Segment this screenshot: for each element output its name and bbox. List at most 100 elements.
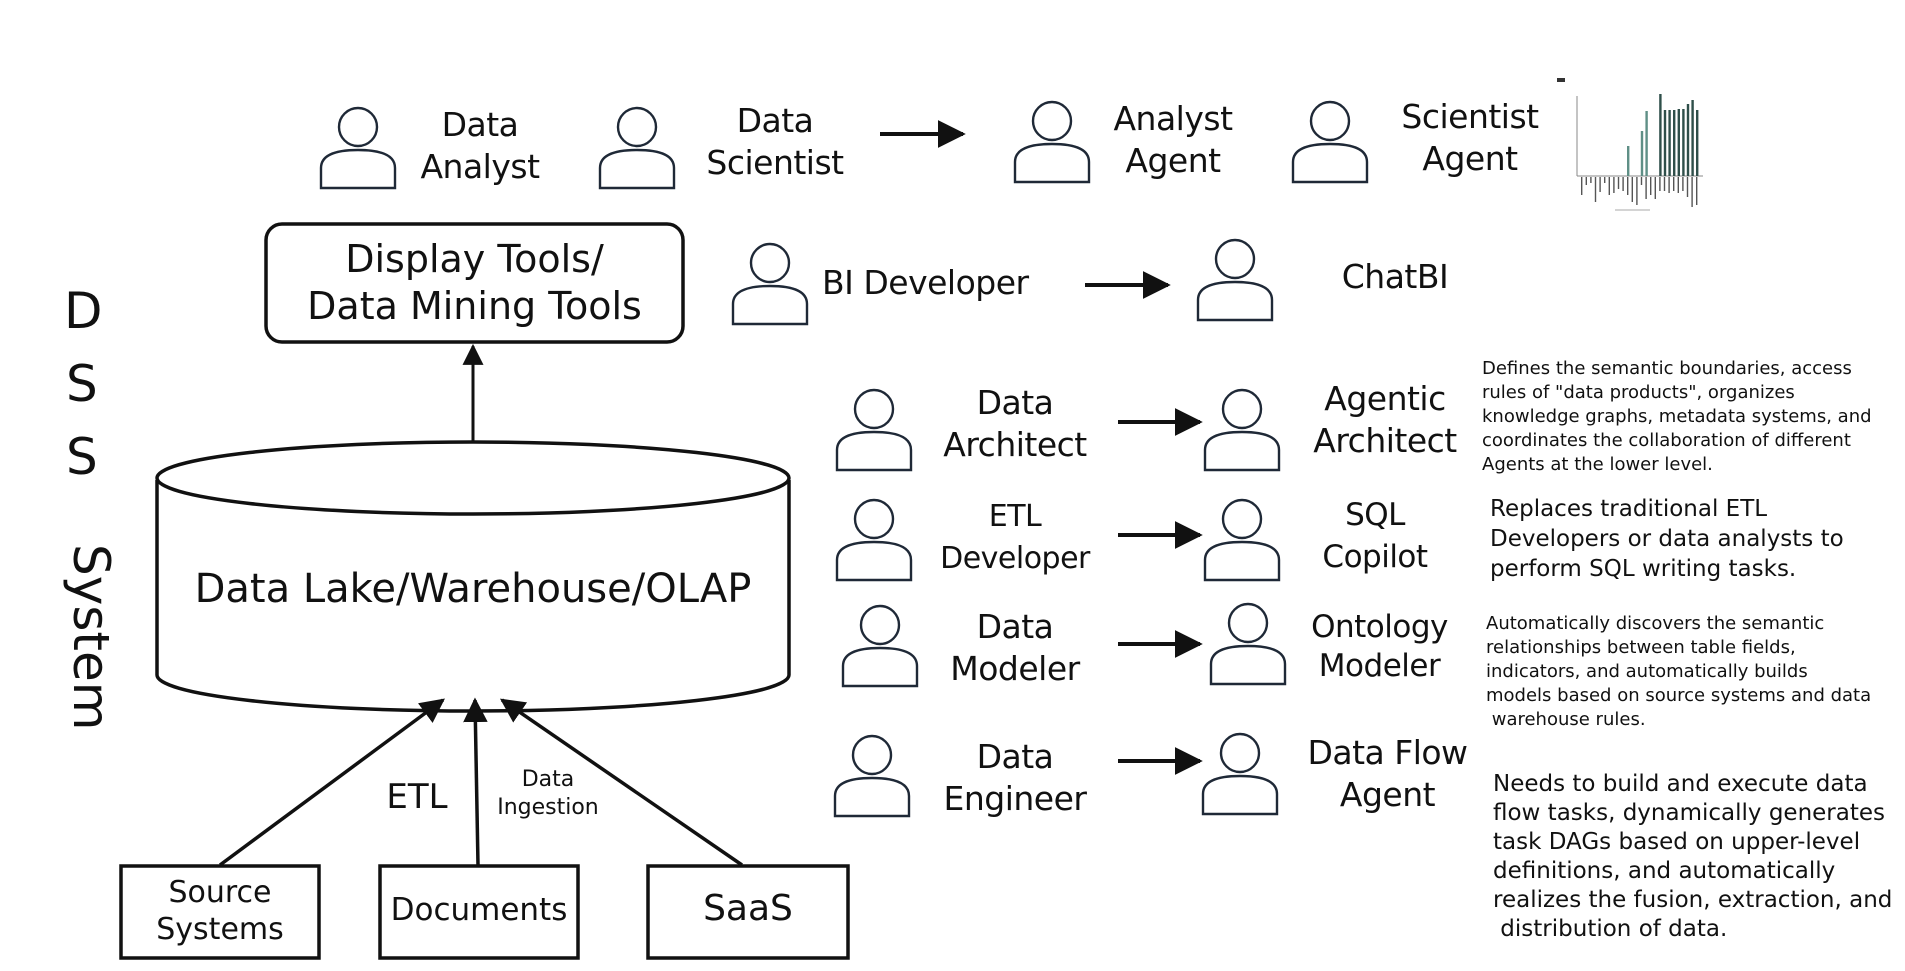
mini-chart-neg-bar [1627,177,1629,195]
label-line: Scientist [1401,97,1539,136]
person-icon-bi-developer [728,238,812,328]
label-bi-developer: BI Developer [822,263,1029,302]
source-box-source-systems[interactable] [119,864,321,960]
mini-chart-bar [1668,110,1671,176]
label-line: Modeler [950,649,1080,688]
mini-chart-neg-bar [1599,177,1601,192]
person-icon-data-scientist [595,102,679,192]
mini-chart-neg-bar [1594,177,1597,202]
person-icon-data-analyst [316,102,400,192]
label-line: Source [168,875,272,910]
label-data-architect: Data Architect [925,382,1105,466]
label-line: Scientist [706,143,844,182]
label-line: Copilot [1322,539,1428,575]
label-line: Agent [1339,775,1436,814]
dss-word-system: System [62,544,120,731]
mini-chart-neg-bar [1677,177,1679,193]
person-icon-data-engineer [830,730,914,820]
display-tools-box[interactable] [264,222,685,344]
description-line: models based on source systems and data [1486,685,1872,706]
label-line: Engineer [943,779,1087,818]
mini-chart-bar [1691,100,1694,176]
mini-chart-bar [1640,131,1644,176]
mini-chart-bar [1696,110,1699,176]
mini-chart-neg-bar [1631,177,1633,202]
description-line: Agents at the lower level. [1482,454,1713,475]
mini-chart-neg-bar [1645,177,1647,199]
label-line: Agent [1422,139,1518,178]
label-data-flow-agent: Data Flow Agent [1300,732,1475,816]
warehouse-cylinder[interactable] [155,440,791,713]
mini-chart-neg-bar [1668,177,1670,193]
label-ontology-modeler: Ontology Modeler [1292,608,1467,686]
mini-chart-legend-swatch [1557,78,1565,82]
person-icon-etl-developer [832,494,916,584]
mini-chart-neg-bar [1604,177,1606,183]
mini-chart-bar [1663,110,1667,176]
label-line: Analyst [1113,99,1233,138]
dss-letter-s1: S [66,355,98,413]
label-agentic-architect: Agentic Architect [1295,378,1475,462]
mini-chart-bar [1627,146,1630,176]
person-icon-ontology-modeler [1206,598,1290,688]
label-line: Data [521,767,575,792]
mini-chart-bar [1686,104,1690,176]
mini-chart-bar [1677,109,1680,176]
label-line: Data [976,383,1054,422]
label-line: Data [976,737,1054,776]
person-icon-agentic-architect [1200,384,1284,474]
mini-chart-bar [1645,111,1648,176]
mini-chart-neg-bar [1650,177,1652,195]
mini-chart-neg-bar [1581,177,1583,195]
label-line: Agent [1125,141,1221,180]
description-sql-copilot: Replaces traditional ETL Developers or da… [1490,494,1844,584]
label-sql-copilot: SQL Copilot [1295,494,1455,578]
person-icon-analyst-agent [1010,96,1094,186]
description-line: Developers or data analysts to [1490,526,1844,552]
etl-arrow [218,698,445,867]
documents-label: Documents [390,892,568,928]
label-scientist-agent: Scientist Agent [1390,96,1550,180]
mini-chart-neg-bar [1696,177,1698,205]
source-systems-label: Source Systems [121,874,319,948]
description-line: warehouse rules. [1486,709,1646,730]
documents-arrow [463,697,488,866]
mini-chart-bar [1673,110,1676,176]
mini-chart-neg-bar [1622,177,1624,191]
description-line: indicators, and automatically builds [1486,661,1808,682]
description-line: rules of "data products", organizes [1482,382,1795,403]
label-data-engineer: Data Engineer [925,736,1105,820]
person-icon-sql-copilot [1200,494,1284,584]
mini-chart-neg-bar [1608,177,1610,195]
etl-label: ETL [386,777,448,817]
label-line: Data Flow [1307,733,1468,772]
label-line: Display Tools/ [345,237,604,281]
warehouse-label: Data Lake/Warehouse/OLAP [194,566,752,612]
saas-label: SaaS [703,888,793,929]
description-line: Needs to build and execute data [1493,771,1868,797]
label-line: Ontology [1311,609,1448,645]
label-line: Data [736,101,814,140]
label-line: Analyst [420,147,540,186]
mini-chart-neg-bar [1691,177,1693,207]
source-box-documents[interactable] [378,864,580,960]
ingestion-arrow [499,698,743,867]
description-line: task DAGs based on upper-level [1493,829,1861,855]
source-box-saas[interactable] [646,864,850,960]
description-line: Replaces traditional ETL [1490,496,1768,522]
label-line: SQL [1345,497,1405,533]
person-icon-scientist-agent [1288,96,1372,186]
mini-chart-bar [1659,94,1662,176]
label-data-scientist: Data Scientist [695,100,855,184]
mini-chart-neg-bar [1617,177,1620,189]
mini-chart-bar [1682,109,1685,176]
data-ingestion-label: Data Ingestion [488,766,608,822]
label-line: Systems [156,912,284,947]
mini-chart-neg-bar [1682,177,1684,191]
description-line: distribution of data. [1493,916,1728,942]
label-etl-developer: ETL Developer [925,496,1105,580]
mini-chart-neg-bar [1659,177,1661,191]
mini-chart-thumbnail [1557,78,1703,211]
